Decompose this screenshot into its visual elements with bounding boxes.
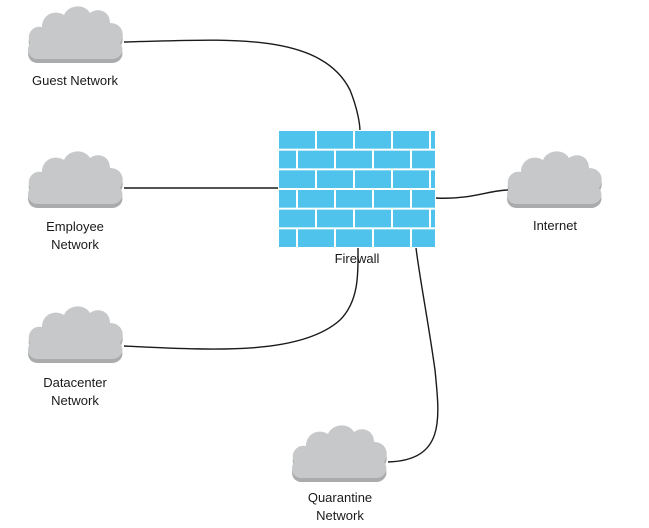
guest-network-label: Guest Network <box>32 73 118 88</box>
firewall-brick <box>298 150 334 169</box>
employee-network-label-line2: Network <box>51 237 99 252</box>
link-firewall-internet <box>435 189 509 199</box>
firewall-brick <box>412 229 435 247</box>
link-guest-firewall <box>123 39 361 133</box>
firewall-brick <box>374 229 410 247</box>
quarantine-network-label-line1: Quarantine <box>308 490 372 505</box>
cloud-icon <box>507 151 602 208</box>
brick-wall-icon <box>278 130 436 248</box>
firewall-brick <box>431 209 435 228</box>
employee-network-node: Employee Network <box>28 151 123 252</box>
firewall-brick <box>374 150 410 169</box>
firewall-brick <box>393 209 429 228</box>
cloud-icon <box>28 6 123 64</box>
firewall-brick <box>412 150 435 169</box>
quarantine-network-label-line2: Network <box>316 508 364 523</box>
firewall-brick <box>336 190 372 208</box>
firewall-brick <box>317 170 353 188</box>
internet-label: Internet <box>533 218 577 233</box>
employee-network-label-line1: Employee <box>46 219 104 234</box>
firewall-brick <box>279 190 296 208</box>
datacenter-network-node: Datacenter Network <box>28 306 123 408</box>
firewall-brick <box>393 170 429 188</box>
firewall-brick <box>431 131 435 149</box>
datacenter-network-label-line2: Network <box>51 393 99 408</box>
guest-network-node: Guest Network <box>28 6 123 88</box>
firewall-brick <box>317 209 353 228</box>
firewall-brick <box>317 131 353 149</box>
firewall-label: Firewall <box>335 251 380 266</box>
firewall-brick <box>279 170 315 188</box>
firewall-brick <box>431 170 435 188</box>
cloud-icon <box>28 306 123 363</box>
firewall-brick <box>355 170 391 188</box>
firewall-brick <box>279 150 296 169</box>
firewall-brick <box>336 150 372 169</box>
cloud-icon <box>28 151 123 208</box>
quarantine-network-node: Quarantine Network <box>292 425 387 523</box>
firewall-brick <box>279 131 315 149</box>
firewall-brick <box>355 131 391 149</box>
link-quarantine-firewall <box>387 247 439 463</box>
links <box>123 39 509 463</box>
internet-node: Internet <box>507 151 602 233</box>
firewall-brick <box>279 229 296 247</box>
firewall-brick <box>393 131 429 149</box>
firewall-brick <box>336 229 372 247</box>
firewall-brick <box>279 209 315 228</box>
firewall-brick <box>355 209 391 228</box>
cloud-icon <box>292 425 387 482</box>
firewall-node: Firewall <box>278 130 436 266</box>
firewall-brick <box>374 190 410 208</box>
firewall-brick <box>298 190 334 208</box>
firewall-brick <box>298 229 334 247</box>
firewall-brick <box>412 190 435 208</box>
link-datacenter-firewall <box>123 247 359 350</box>
datacenter-network-label-line1: Datacenter <box>43 375 107 390</box>
